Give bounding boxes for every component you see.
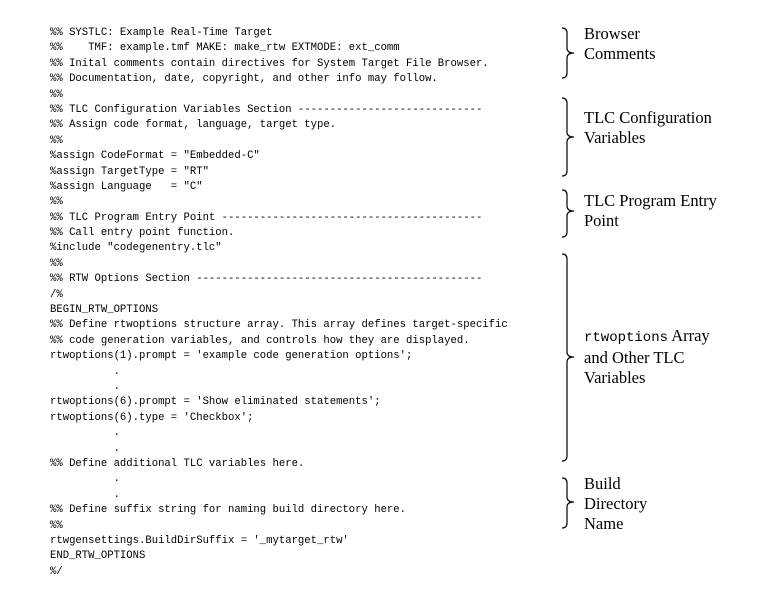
- code-line: %/: [50, 565, 63, 578]
- code-line: rtwoptions(6).prompt = 'Show eliminated …: [50, 396, 381, 409]
- code-line: %%: [50, 196, 63, 209]
- code-line: END_RTW_OPTIONS: [50, 550, 146, 563]
- code-line: %% RTW Options Section -----------------…: [50, 273, 483, 286]
- code-line: .: [50, 427, 120, 440]
- code-line: rtwgensettings.BuildDirSuffix = '_mytarg…: [50, 534, 349, 547]
- code-line: %assign CodeFormat = "Embedded-C": [50, 150, 260, 163]
- code-line: /%: [50, 288, 63, 301]
- label-mono: rtwoptions: [584, 330, 669, 346]
- code-line: rtwoptions(6).type = 'Checkbox';: [50, 411, 254, 424]
- code-line: %% SYSTLC: Example Real-Time Target: [50, 27, 273, 39]
- brace-build-dir: [561, 477, 575, 529]
- code-line: %%: [50, 88, 63, 101]
- code-line: BEGIN_RTW_OPTIONS: [50, 304, 159, 317]
- tlc-code-listing: %% SYSTLC: Example Real-Time Target %% TM…: [50, 26, 508, 580]
- label-entry-point: TLC Program Entry Point: [584, 191, 717, 231]
- brace-browser-comments: [561, 27, 575, 79]
- code-line: %% Assign code format, language, target …: [50, 119, 337, 132]
- label-line: Name: [584, 514, 624, 533]
- code-line: .: [50, 380, 120, 393]
- label-tlc-config: TLC Configuration Variables: [584, 108, 712, 148]
- label-line: Build: [584, 474, 621, 493]
- code-line: %% Call entry point function.: [50, 227, 235, 240]
- code-line: %assign Language = "C": [50, 180, 203, 193]
- code-line: %% TMF: example.tmf MAKE: make_rtw EXTMO…: [50, 42, 400, 55]
- code-line: .: [50, 365, 120, 378]
- code-line: %% Documentation, date, copyright, and o…: [50, 73, 438, 86]
- code-line: %% Define additional TLC variables here.: [50, 457, 305, 470]
- label-line: Directory: [584, 494, 648, 513]
- code-line: %%: [50, 134, 63, 147]
- code-line: %% Define suffix string for naming build…: [50, 504, 407, 517]
- brace-rtwoptions: [561, 253, 575, 462]
- code-line: %%: [50, 519, 63, 532]
- code-line: %%: [50, 257, 63, 270]
- label-line: Variables: [584, 368, 646, 387]
- code-line: %% Inital comments contain directives fo…: [50, 57, 489, 70]
- label-line: TLC Configuration: [584, 108, 712, 127]
- label-browser-comments: Browser Comments: [584, 24, 656, 64]
- label-line: rtwoptions Array: [584, 326, 710, 348]
- label-line: TLC Program Entry: [584, 191, 717, 210]
- label-line: Point: [584, 211, 619, 230]
- label-text: Array: [668, 326, 710, 345]
- label-line: and Other TLC: [584, 348, 685, 367]
- label-line: Comments: [584, 44, 656, 63]
- code-line: %% TLC Configuration Variables Section -…: [50, 103, 483, 116]
- code-line: %assign TargetType = "RT": [50, 165, 209, 178]
- code-line: .: [50, 488, 120, 501]
- code-line: .: [50, 442, 120, 455]
- code-line: %% Define rtwoptions structure array. Th…: [50, 319, 508, 332]
- code-line: %% code generation variables, and contro…: [50, 334, 470, 347]
- label-line: Browser: [584, 24, 640, 43]
- label-build-dir: Build Directory Name: [584, 474, 647, 534]
- code-line: %include "codegenentry.tlc": [50, 242, 222, 255]
- brace-tlc-config: [561, 97, 575, 177]
- label-rtwoptions: rtwoptions Array and Other TLC Variables: [584, 326, 710, 388]
- code-line: %% TLC Program Entry Point -------------…: [50, 211, 483, 224]
- code-line: .: [50, 473, 120, 486]
- brace-entry-point: [561, 189, 575, 238]
- code-line: rtwoptions(1).prompt = 'example code gen…: [50, 350, 413, 363]
- label-line: Variables: [584, 128, 646, 147]
